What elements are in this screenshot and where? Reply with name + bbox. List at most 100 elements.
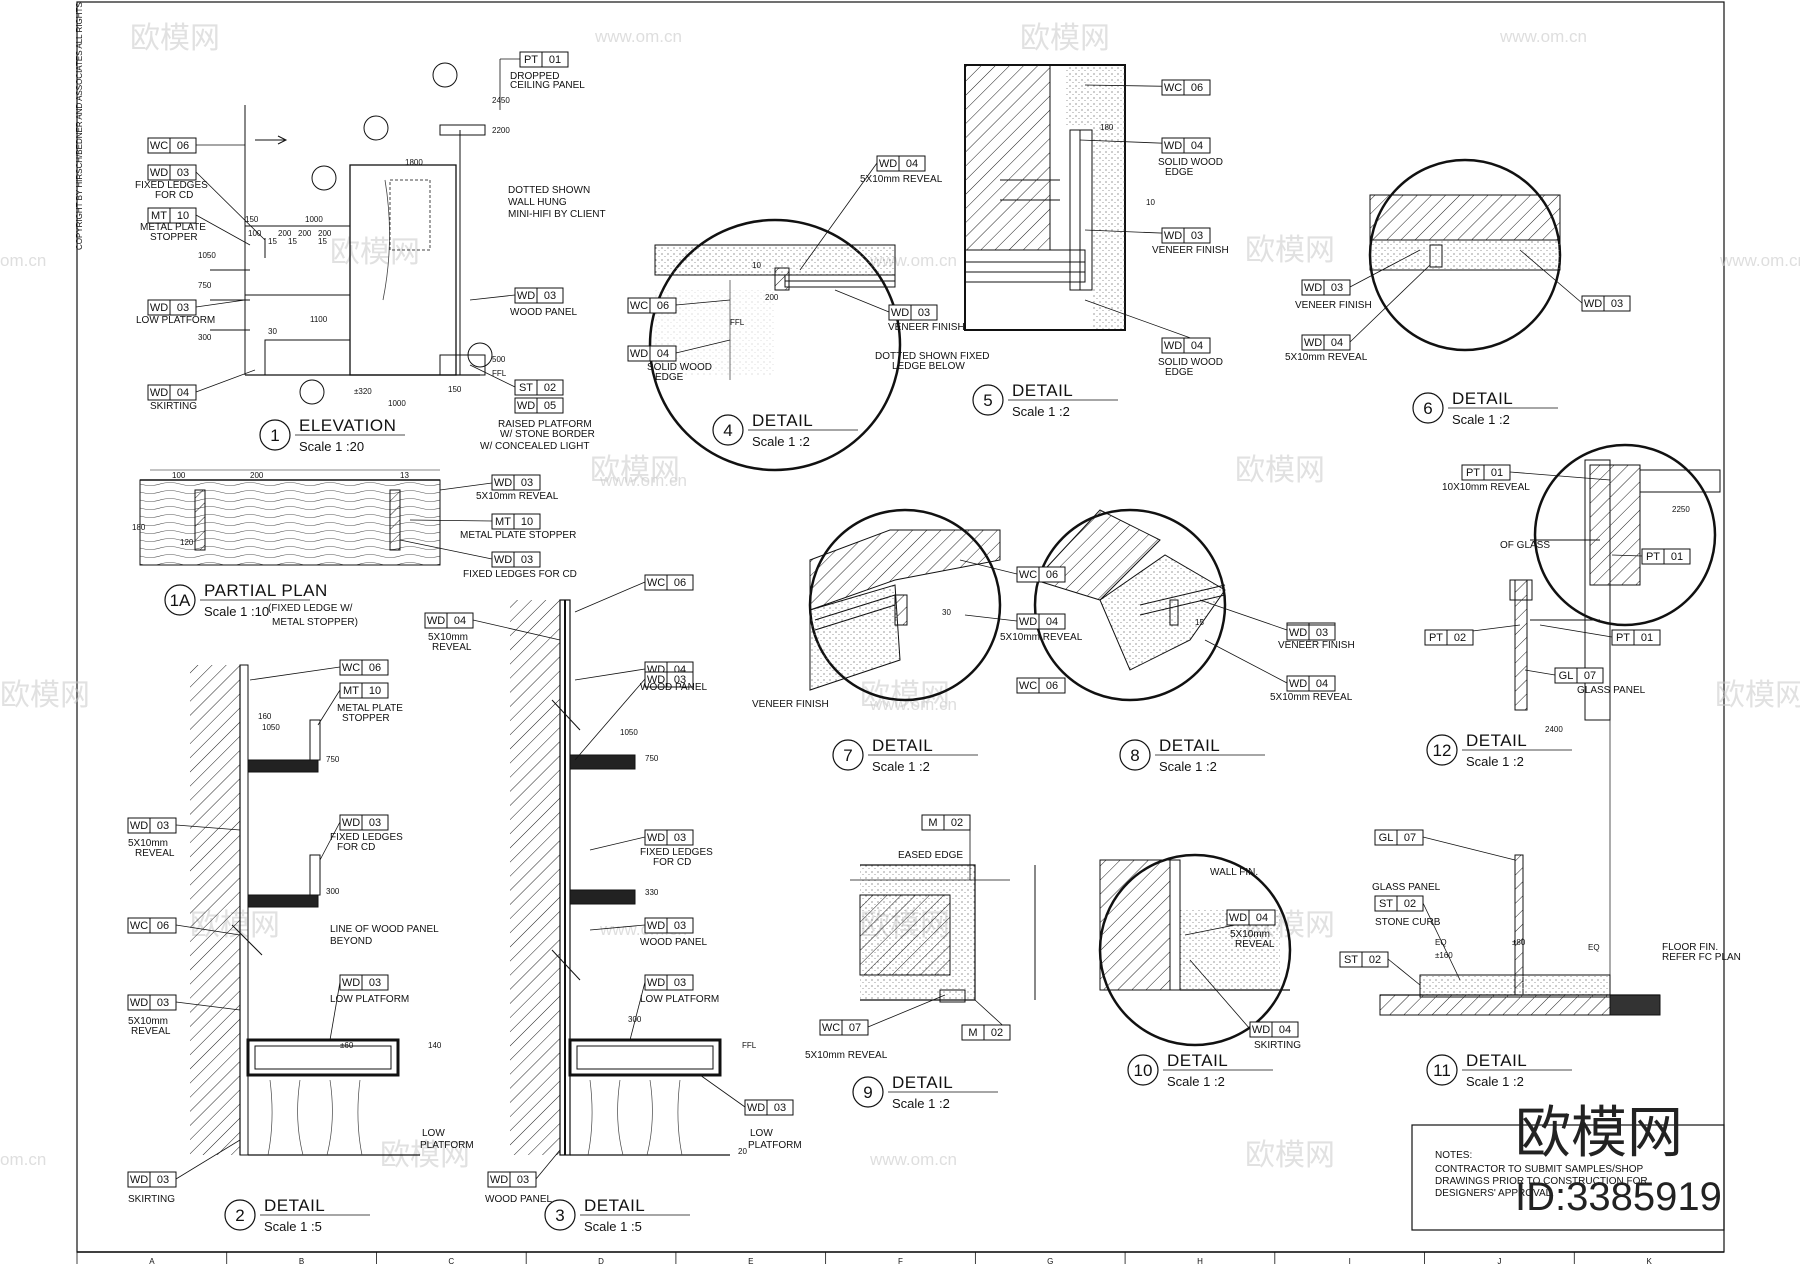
detail-title: DETAIL [584,1196,645,1215]
notes-heading: NOTES: [1435,1150,1472,1161]
callout-label: FIXED LEDGES [330,832,403,843]
detail-1-elevation [210,62,493,405]
callout-label: SOLID WOOD [647,362,712,373]
dimension-text: 2450 [492,96,510,105]
tag-code: WD [647,977,665,989]
callout-label: WALL FIN. [1210,867,1258,878]
callout-label: 5X10mm [128,838,168,849]
tag-code: WC [1019,680,1037,692]
callout-label: VENEER FINISH [888,322,965,333]
tag-code: WD [879,158,897,170]
callout-label: FIXED LEDGES FOR CD [463,569,577,580]
dimension-text: 15 [288,237,297,246]
callout-label: 5X10mm [128,1016,168,1027]
tag-code: WD [517,290,535,302]
tag-num: 06 [657,300,669,312]
detail-2 [190,664,420,1156]
callout-label: 5X10mm [428,632,468,643]
detail-scale: Scale 1 :2 [872,759,930,774]
detail-number: 1A [170,591,191,610]
tag-num: 02 [544,382,556,394]
callout-label: PLATFORM [748,1140,802,1151]
tag-num: 10 [369,685,381,697]
tag-code: PT [524,54,538,66]
dimension-text: 15 [1195,618,1204,627]
dimension-text: 1050 [620,728,638,737]
dimension-text: 300 [628,1015,642,1024]
callout-label: FOR CD [653,857,691,868]
tag-num: 03 [544,290,556,302]
dimension-text: 300 [198,333,212,342]
callout-label: VENEER FINISH [1278,640,1355,651]
tag-code: MT [151,210,167,222]
detail-8 [1033,508,1227,702]
callout-label: EDGE [1165,367,1194,378]
tag-code: PT [1429,632,1443,644]
tag-code: MT [495,516,511,528]
detail-scale: Scale 1 :5 [264,1219,322,1234]
dimension-text: 180 [132,523,146,532]
tag-num: 04 [1191,140,1203,152]
detail-title: ELEVATION [299,416,396,435]
callout-label: SKIRTING [128,1194,175,1205]
callout-label: 5X10mm REVEAL [1270,692,1353,703]
callout-label: WOOD PANEL [485,1194,552,1205]
dimension-text: 200 [298,229,312,238]
notes-box: NOTES: CONTRACTOR TO SUBMIT SAMPLES/SHOP… [1411,1124,1725,1231]
dimension-text: 300 [326,887,340,896]
detail-title: DETAIL [264,1196,325,1215]
tag-code: WD [891,307,909,319]
dimension-text: 1050 [198,251,216,260]
dimension-text: 1000 [305,215,323,224]
tag-num: 03 [369,817,381,829]
callout-label: BEYOND [330,936,372,947]
callout-label: WALL HUNG [508,197,567,208]
tag-code: WD [1252,1024,1270,1036]
tag-code: WD [1164,230,1182,242]
watermark-logo: 欧模网 [1020,22,1110,55]
tag-code: WD [1019,616,1037,628]
notes-line-1: CONTRACTOR TO SUBMIT SAMPLES/SHOP [1435,1164,1644,1175]
detail-scale: Scale 1 :2 [892,1096,950,1111]
tag-code: MT [343,685,359,697]
tag-num: 03 [521,554,533,566]
watermark-logo: 欧模网 [1245,234,1335,267]
callout-label: FIXED LEDGES [640,847,713,858]
watermark-logo: 欧模网 [1245,1139,1335,1172]
detail-10 [1098,853,1292,1047]
tag-num: 03 [918,307,930,319]
tag-code: WD [494,477,512,489]
callout-label: REVEAL [1235,939,1275,950]
detail-number: 11 [1433,1061,1451,1080]
grid-label-6: G [1047,1257,1053,1266]
detail-scale: Scale 1 :2 [1012,404,1070,419]
notes-line-2: DRAWINGS PRIOR TO CONSTRUCTION FOR [1435,1176,1648,1187]
callout-label: STOPPER [150,232,198,243]
callout-label: EDGE [1165,167,1194,178]
tag-code: WD [150,302,168,314]
tag-code: WD [130,820,148,832]
callout-label: LOW PLATFORM [136,315,215,326]
tag-code: PT [1616,632,1630,644]
partial-plan-sub-2: METAL STOPPER) [272,617,358,628]
detail-1a-partial-plan [139,469,441,566]
callout-label: METAL PLATE STOPPER [460,530,576,541]
